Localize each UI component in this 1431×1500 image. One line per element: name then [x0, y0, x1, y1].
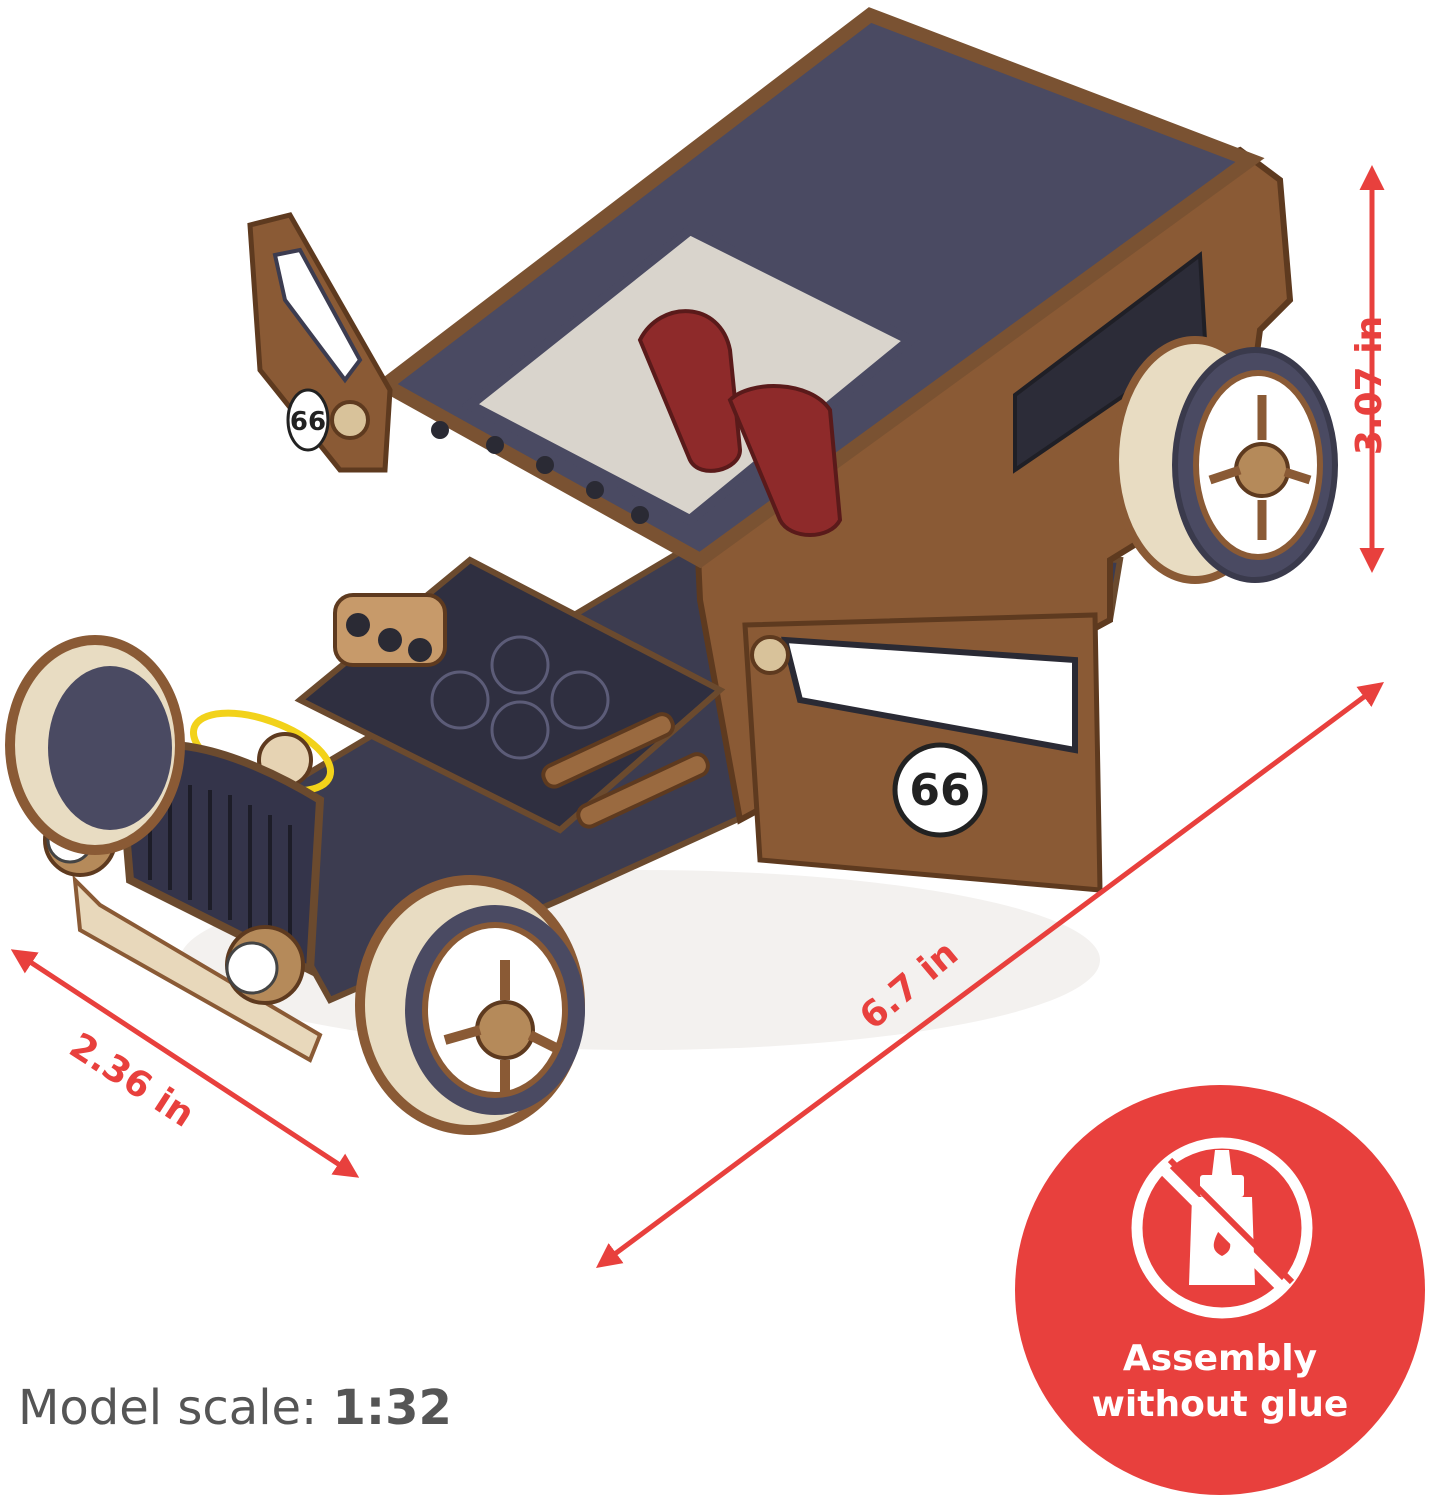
badge-line-2: without glue	[1091, 1384, 1349, 1425]
roof-holes	[431, 421, 649, 524]
dimension-arrows	[10, 165, 1385, 1268]
length-arrow	[595, 682, 1385, 1268]
rear-wheel	[1111, 336, 1338, 584]
headlight	[225, 925, 305, 1005]
front-right-wheel	[355, 875, 585, 1135]
model-scale-value: 1:32	[332, 1380, 452, 1436]
model-scale: Model scale: 1:32	[18, 1380, 452, 1436]
intake-stacks	[333, 593, 447, 667]
car-model: 66 66	[5, 7, 1338, 1135]
front-left-wheel	[5, 635, 185, 855]
badge-text: Assembly without glue	[1060, 1336, 1380, 1428]
model-scale-label: Model scale:	[18, 1380, 318, 1436]
width-arrow	[10, 949, 360, 1178]
right-door-number: 66	[909, 765, 970, 816]
no-glue-badge	[1015, 1085, 1425, 1495]
left-door-window	[272, 247, 363, 384]
no-glue-icon	[1131, 1137, 1313, 1319]
height-label: 3.07 in	[1349, 315, 1391, 456]
badge-line-1: Assembly	[1122, 1338, 1318, 1379]
left-door-number: 66	[290, 407, 326, 437]
seat	[727, 384, 843, 537]
seat	[637, 309, 743, 473]
